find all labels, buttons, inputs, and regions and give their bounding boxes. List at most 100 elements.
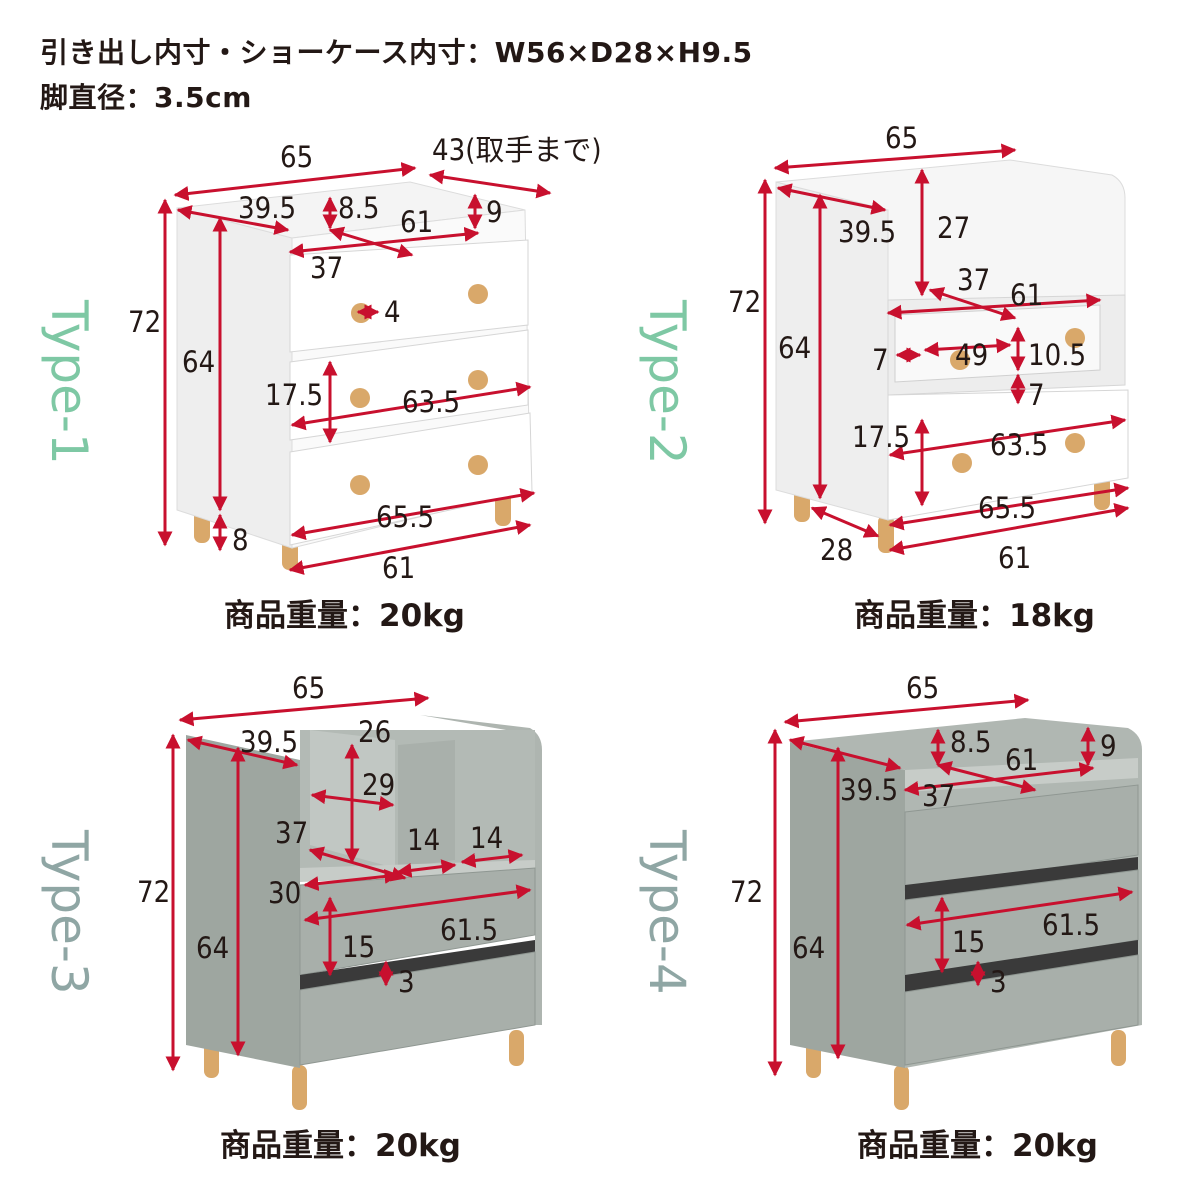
type3-label: Type-3 (40, 829, 98, 995)
type3-label-29: 29 (362, 768, 395, 802)
type3-label-26: 26 (358, 715, 391, 749)
type2-label-37: 37 (957, 263, 990, 297)
type1-label-395: 39.5 (238, 191, 296, 225)
type1-arrow-width (173, 162, 417, 201)
type2-label-28: 28 (820, 533, 853, 567)
type2-label: Type-2 (638, 299, 696, 465)
type4-label-61: 61 (1005, 743, 1038, 777)
type2-label-635: 63.5 (990, 428, 1048, 462)
type1-arrow-depth (428, 169, 552, 199)
type1-label-4: 4 (384, 295, 401, 329)
type1-diagram: 65 43(取手まで) 39.5 8.5 61 9 37 4 72 64 17.… (40, 133, 602, 585)
type3-label-37: 37 (275, 816, 308, 850)
type4-weight: 商品重量：20kg (857, 1128, 1098, 1164)
type3-label-395: 39.5 (240, 725, 298, 759)
type4-label-width: 65 (906, 671, 939, 705)
type4-label-3: 3 (990, 965, 1007, 999)
type2-arrow-37 (928, 287, 1017, 321)
type2-knob (952, 453, 972, 473)
type2-label-395: 39.5 (838, 215, 896, 249)
type1-arrow-61-bottom (288, 520, 532, 575)
type3-arrow-615 (303, 884, 532, 926)
type1-label-61-top: 61 (400, 205, 433, 239)
type2-arrow-61-bottom (888, 502, 1130, 556)
type2-label-64: 64 (778, 331, 811, 365)
type2-arrow-28 (810, 506, 880, 538)
type3-drawer-gap (300, 940, 535, 990)
type1-label-depth-handle: 43(取手まで) (432, 133, 602, 167)
type2-arrow-49 (923, 338, 1012, 357)
type4-side-panel (790, 742, 905, 1068)
type2-leg (878, 515, 894, 553)
type4-drawer (904, 954, 1139, 1066)
type4-label: Type-4 (638, 829, 696, 995)
type2-label-49: 49 (955, 338, 988, 372)
header-drawer-dimensions: 引き出し内寸・ショーケース内寸：W56×D28×H9.5 (40, 36, 753, 69)
type2-label-61-top: 61 (1010, 278, 1043, 312)
type1-knob (468, 284, 488, 304)
type2-label-175: 17.5 (852, 420, 910, 454)
type1-label-85: 8.5 (338, 191, 379, 225)
type4-label-85: 8.5 (950, 725, 991, 759)
type4-leg (894, 1065, 909, 1110)
type1-label-37: 37 (310, 251, 343, 285)
type3-arrow-29 (310, 789, 395, 811)
type1-label-635: 63.5 (402, 385, 460, 419)
type3-label-72: 72 (137, 875, 170, 909)
type3-arrow-14b (460, 849, 524, 868)
type3-divider (398, 740, 455, 868)
type2-label-655: 65.5 (978, 491, 1036, 525)
type2-arrow-635 (888, 414, 1127, 461)
type2-arrow-width (773, 143, 1017, 175)
type2-diagram: 65 39.5 27 37 61 72 64 7 49 10.5 7 17.5 … (638, 121, 1130, 575)
type1-knob (350, 388, 370, 408)
type4-label-9: 9 (1100, 729, 1117, 763)
type3-arrow-width (178, 691, 430, 727)
type4-drawer-gap (905, 940, 1138, 992)
type4-arrow-width (783, 693, 1030, 729)
type4-diagram: 65 8.5 61 9 39.5 37 72 64 61.5 15 3 Type… (638, 671, 1142, 1110)
type2-knob (1065, 433, 1085, 453)
type3-weight: 商品重量：20kg (220, 1128, 461, 1164)
type1-label-175: 17.5 (265, 378, 323, 412)
type4-leg (1111, 1030, 1126, 1066)
type1-arrow-635 (290, 381, 532, 431)
type3-arrow-30 (303, 868, 400, 892)
type1-label-72: 72 (128, 305, 161, 339)
type1-arrow-395 (176, 205, 290, 235)
type3-arrow-14a (396, 859, 457, 878)
type1-label-64: 64 (182, 345, 215, 379)
type2-knob (1065, 328, 1085, 348)
type2-label-7b: 7 (1028, 378, 1045, 412)
type1-label-width: 65 (280, 140, 313, 174)
type4-label-615: 61.5 (1042, 908, 1100, 942)
type3-leg (509, 1030, 524, 1066)
type4-label-15: 15 (952, 925, 985, 959)
type4-label-64: 64 (792, 931, 825, 965)
type2-label-105: 10.5 (1028, 338, 1086, 372)
type1-weight: 商品重量：20kg (224, 598, 465, 634)
type4-label-37: 37 (922, 779, 955, 813)
type3-label-64: 64 (196, 931, 229, 965)
type4-label-72: 72 (730, 875, 763, 909)
type1-label-61-bottom: 61 (382, 551, 415, 585)
type1-arrow-37 (328, 226, 414, 259)
type1-knob (350, 475, 370, 495)
type2-arrow-395 (776, 183, 887, 215)
type4-label-395: 39.5 (840, 773, 898, 807)
type1-knob (468, 370, 488, 390)
type4-arrow-37 (936, 761, 1037, 794)
type3-label-14a: 14 (407, 823, 440, 857)
header-leg-diameter: 脚直径：3.5cm (40, 81, 252, 114)
type2-label-61-bottom: 61 (998, 541, 1031, 575)
type2-label-7a: 7 (872, 343, 889, 377)
type1-label-8: 8 (232, 523, 249, 557)
type3-drawer (299, 951, 536, 1066)
type1-knob (468, 455, 488, 475)
type3-diagram: 65 39.5 26 29 37 14 14 30 72 64 61.5 15 … (40, 671, 542, 1110)
type1-label-655: 65.5 (376, 500, 434, 534)
type4-arrow-615 (905, 886, 1134, 931)
type3-label-615: 61.5 (440, 913, 498, 947)
type3-label-30: 30 (268, 876, 301, 910)
